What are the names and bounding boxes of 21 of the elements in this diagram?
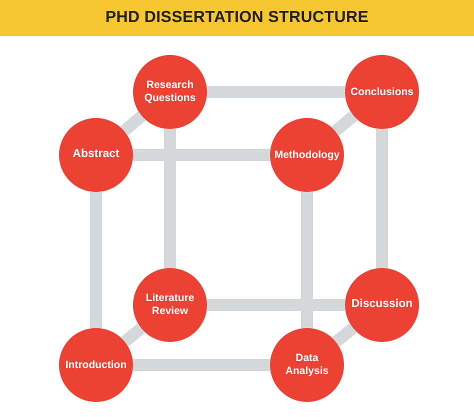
topic-label: Research Questions (143, 79, 197, 105)
topic-label: Introduction (65, 358, 127, 372)
connector-bar (331, 111, 358, 136)
connector-bar (90, 192, 102, 328)
topic-label: Abstract (72, 148, 120, 162)
connector-bar (133, 359, 270, 371)
connector-bar (164, 129, 176, 268)
topic-label: Methodology (274, 148, 340, 162)
connector-bar (301, 192, 313, 328)
title-banner: PHD DISSERTATION STRUCTURE (0, 0, 474, 36)
connector-bar (207, 299, 345, 311)
topic-label: Data Analysis (284, 352, 330, 378)
topic-label: Literature Review (144, 292, 196, 318)
topic-label: Conclusions (350, 86, 414, 98)
connector-bar (133, 149, 270, 161)
connector-bar (120, 111, 146, 136)
connector-bar (120, 324, 146, 346)
connector-bar (207, 86, 345, 98)
connector-bar (332, 323, 357, 347)
topic-label: Discussion (351, 298, 413, 312)
connector-bar (376, 129, 388, 268)
